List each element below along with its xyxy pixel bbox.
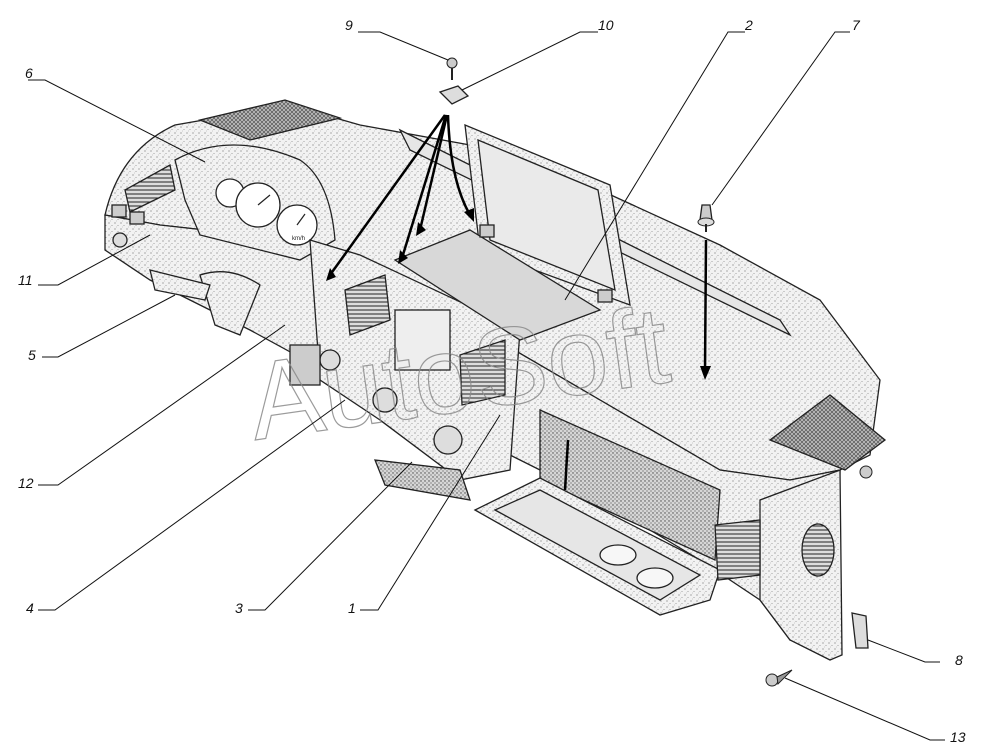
switch-left-1	[111, 204, 127, 218]
callout-2: 2	[744, 17, 753, 33]
climate-knob-3	[433, 425, 463, 455]
leader-9	[358, 31, 449, 61]
headlight-switch	[112, 232, 128, 248]
callout-6: 6	[25, 65, 33, 81]
arrow-to-lid-4	[446, 114, 472, 216]
arrow-to-lid-3	[418, 114, 449, 231]
screw-9-icon	[446, 57, 458, 80]
callout-11: 11	[18, 272, 33, 288]
leader-13	[784, 677, 945, 741]
leader-12	[38, 324, 286, 486]
switch-block	[289, 344, 321, 386]
arrowhead-1	[326, 268, 336, 281]
assembly-arrows	[326, 114, 711, 491]
arrow-pin-7	[703, 239, 708, 373]
leader-2	[564, 31, 745, 301]
callout-4: 4	[26, 600, 34, 616]
arrow-glovebox	[563, 439, 570, 491]
callout-5: 5	[28, 347, 36, 363]
air-vent-right	[714, 519, 761, 581]
arrowhead-4	[464, 208, 474, 222]
leader-1	[360, 414, 501, 611]
leader-8	[867, 639, 940, 663]
callout-7: 7	[852, 17, 861, 33]
arrow-to-lid-1	[328, 114, 447, 276]
fasteners	[438, 57, 873, 687]
arrowhead-2	[398, 250, 408, 264]
storage-lid-inner	[477, 138, 616, 292]
screw-13-icon	[765, 669, 793, 687]
lid-hinge-2	[597, 289, 613, 303]
leader-11	[38, 234, 151, 286]
arrowhead-3	[416, 222, 426, 236]
callout-9: 9	[345, 17, 353, 33]
leader-5	[42, 294, 176, 358]
leader-7	[711, 31, 850, 206]
storage-compartment-opening	[393, 229, 602, 341]
callout-13: 13	[950, 729, 966, 745]
leader-3	[248, 461, 413, 611]
dashboard-right-end	[759, 469, 843, 661]
lid-hinge-1	[479, 224, 495, 238]
callout-12: 12	[18, 475, 34, 491]
climate-knob-2	[372, 387, 398, 413]
ashtray-tray	[373, 459, 471, 501]
radio-slot	[394, 309, 451, 371]
callout-3: 3	[235, 600, 243, 616]
lower-trim	[149, 269, 211, 301]
arrowhead-pin	[700, 366, 711, 380]
arrow-to-lid-2	[400, 114, 448, 259]
bolt-right-icon	[859, 465, 873, 479]
defroster-grille-right	[768, 394, 887, 471]
callout-10: 10	[598, 17, 614, 33]
callout-1: 1	[348, 600, 356, 616]
cup-holder-1	[599, 544, 637, 566]
center-vent-left	[344, 274, 391, 336]
callouts: 9 10 2 7 6 11 5 12 4 3 1 8 13	[18, 17, 966, 745]
glove-box-cavity	[539, 408, 721, 561]
center-console	[289, 239, 521, 501]
pin-7-icon	[697, 204, 715, 232]
clip-10-icon	[438, 85, 470, 105]
switch-left-2	[129, 211, 145, 225]
leader-10	[461, 31, 598, 91]
bracket-8-icon	[851, 612, 869, 649]
gauge-unit-label: km/h	[292, 236, 305, 242]
instrument-cluster: km/h	[111, 144, 336, 336]
leader-6	[28, 79, 206, 163]
side-vent-round	[801, 523, 835, 577]
air-vent-left	[124, 163, 176, 213]
defroster-grille-left	[197, 99, 343, 141]
callout-8: 8	[955, 652, 963, 668]
cup-holder-2	[636, 567, 674, 589]
center-vent-right	[459, 339, 506, 406]
steering-column-cover	[199, 271, 261, 336]
glove-box	[473, 408, 835, 616]
leader-4	[38, 399, 346, 611]
